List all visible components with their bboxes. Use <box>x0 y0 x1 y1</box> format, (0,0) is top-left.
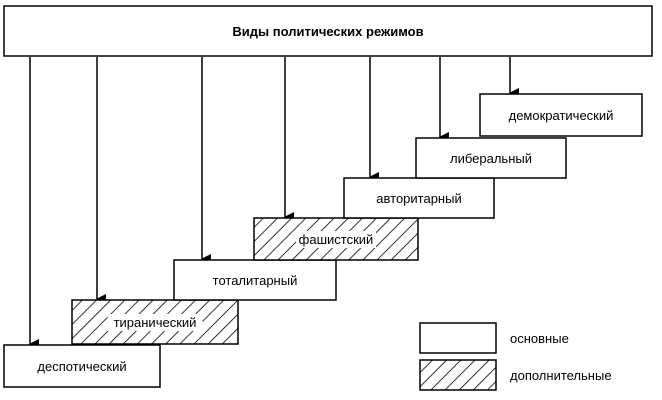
regime-6-rect <box>479 93 643 137</box>
legend-swatch-additional <box>419 359 497 391</box>
regime-0-label: деспотический <box>37 359 126 374</box>
regime-0-box: деспотический <box>3 344 161 388</box>
regime-3-label-backing <box>296 231 376 248</box>
legend: основные дополнительные <box>419 322 612 391</box>
regime-5-label: либеральный <box>450 151 532 166</box>
regime-1-box: тиранический <box>71 299 239 345</box>
legend-swatch-main <box>419 322 497 354</box>
regime-2-box: тоталитарный <box>173 259 337 301</box>
legend-label-additional: дополнительные <box>510 368 612 383</box>
regime-1-label: тиранический <box>114 315 197 330</box>
title-box: Виды политических режимов <box>3 5 653 57</box>
regime-4-label: авторитарный <box>376 191 461 206</box>
regime-5-rect <box>415 137 567 179</box>
diagram-title: Виды политических режимов <box>232 24 423 39</box>
regime-1-label-backing <box>107 314 203 331</box>
regime-6-label: демократический <box>509 108 614 123</box>
legend-label-main: основные <box>510 331 569 346</box>
regime-3-label: фашистский <box>299 232 374 247</box>
legend-item-additional: дополнительные <box>419 359 612 391</box>
regime-2-label: тоталитарный <box>213 273 298 288</box>
regime-3-box: фашистский <box>253 217 419 261</box>
legend-item-main: основные <box>419 322 569 354</box>
regime-6-box: демократический <box>479 93 643 137</box>
regime-4-box: авторитарный <box>343 177 495 219</box>
regime-boxes-group: деспотический тиранический тоталитарный фаш… <box>3 93 643 388</box>
regime-4-rect <box>343 177 495 219</box>
regime-5-box: либеральный <box>415 137 567 179</box>
regime-0-rect <box>3 344 161 388</box>
arrows-group <box>29 57 519 349</box>
